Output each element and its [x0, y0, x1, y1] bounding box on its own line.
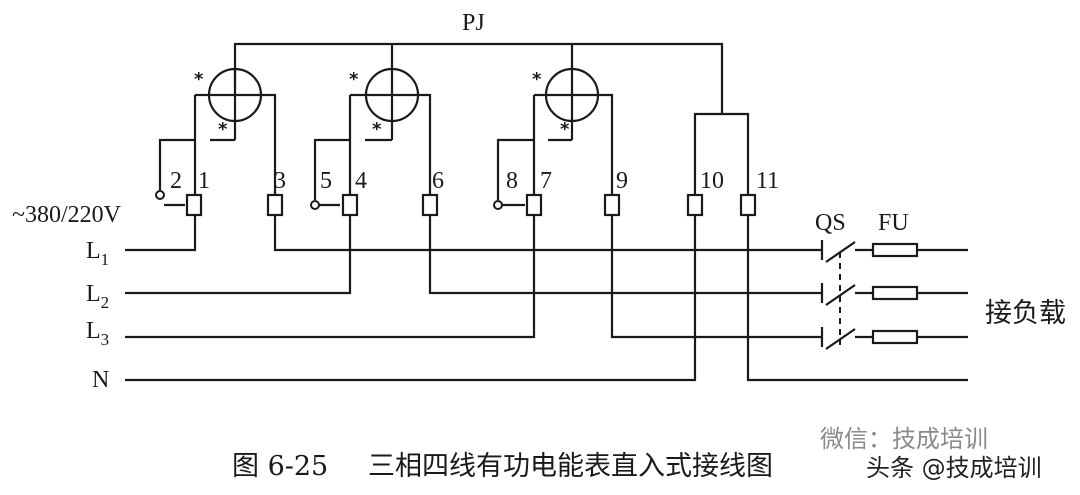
polarity-mark: * — [532, 69, 542, 90]
voltage-terminal-dot-8 — [493, 200, 503, 210]
wechat-watermark: 微信：技成培训 — [820, 425, 988, 453]
line-l1 — [125, 215, 968, 252]
line-subscript-1: 1 — [101, 250, 110, 269]
terminal-label-2: 2 — [170, 168, 182, 194]
svg-text:L1: L1 — [86, 238, 109, 269]
terminal-label-6: 6 — [432, 168, 444, 194]
meter-element-2 — [310, 67, 432, 210]
line-labels: L1 L2 L3 N — [86, 238, 109, 393]
terminal-box-7 — [525, 193, 543, 217]
line-label-l1: L — [86, 238, 101, 264]
terminal-label-7: 7 — [540, 168, 552, 194]
terminal-boxes — [185, 193, 757, 217]
polarity-mark: * — [560, 119, 570, 140]
voltage-terminal-dot-2 — [155, 190, 165, 200]
fuse-l2 — [871, 285, 919, 301]
meter-element-1 — [155, 67, 277, 207]
terminal-label-9: 9 — [616, 168, 628, 194]
voltage-bus — [233, 42, 724, 114]
qs-switch — [820, 240, 856, 350]
terminal-label-11: 11 — [756, 168, 779, 194]
polarity-mark: * — [349, 69, 359, 90]
line-label-l3: L — [86, 318, 101, 344]
terminal-label-10: 10 — [700, 168, 724, 194]
switch-label: QS — [815, 210, 846, 236]
meter-label: PJ — [462, 10, 485, 36]
polarity-marks: * * * * * * — [194, 69, 570, 140]
terminal-labels: 1 2 3 4 5 6 7 8 9 10 11 — [170, 168, 779, 194]
caption-title: 三相四线有功电能表直入式接线图 — [368, 451, 773, 482]
polarity-mark: * — [372, 119, 382, 140]
line-n — [125, 215, 968, 382]
voltage-terminal-dot-5 — [310, 200, 320, 210]
toutiao-watermark: 头条 @技成培训 — [866, 454, 1042, 482]
line-subscript-3: 3 — [101, 330, 110, 349]
fuse-label: FU — [878, 210, 909, 236]
line-l3 — [125, 215, 968, 339]
polarity-mark: * — [194, 69, 204, 90]
supply-voltage-label: ~380/220V — [12, 202, 122, 228]
svg-text:L2: L2 — [86, 281, 109, 312]
terminal-box-3 — [266, 193, 284, 217]
terminal-box-11 — [739, 193, 757, 217]
terminal-box-1 — [185, 193, 203, 217]
terminal-label-5: 5 — [320, 168, 332, 194]
terminal-label-8: 8 — [506, 168, 518, 194]
caption-number: 图 6-25 — [232, 451, 328, 482]
terminal-box-6 — [421, 193, 439, 217]
meter-element-3 — [493, 67, 614, 210]
fuses — [871, 242, 919, 345]
terminal-box-4 — [341, 193, 359, 217]
terminal-label-1: 1 — [198, 168, 210, 194]
terminal-label-4: 4 — [355, 168, 367, 194]
load-label: 接负载 — [985, 298, 1066, 329]
line-subscript-2: 2 — [101, 293, 110, 312]
fuse-l3 — [871, 329, 919, 345]
line-label-l2: L — [86, 281, 101, 307]
svg-text:L3: L3 — [86, 318, 109, 349]
neutral-branch — [693, 112, 750, 195]
fuse-l1 — [871, 242, 919, 258]
terminal-label-3: 3 — [274, 168, 286, 194]
line-label-n: N — [92, 367, 109, 393]
terminal-box-10 — [686, 193, 704, 217]
terminal-box-9 — [603, 193, 621, 217]
polarity-mark: * — [218, 119, 228, 140]
line-l2 — [125, 215, 968, 295]
